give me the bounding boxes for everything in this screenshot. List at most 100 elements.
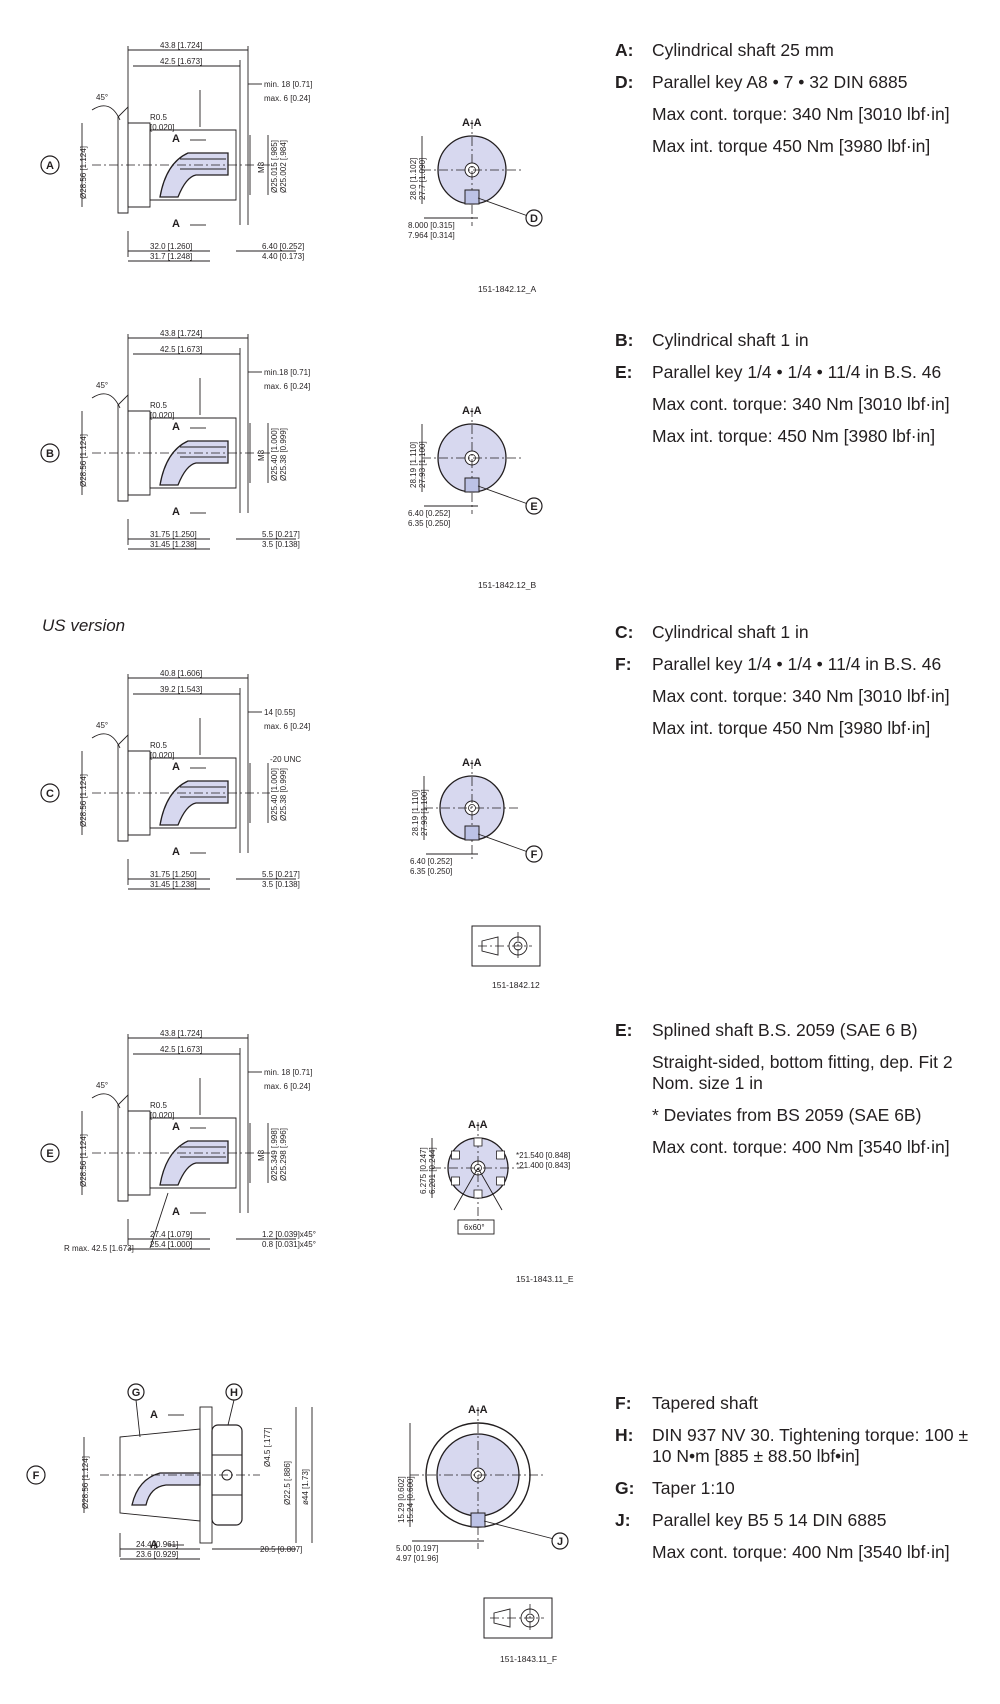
spec-value: Max cont. torque: 400 Nm [3540 lbf·in]: [652, 1137, 950, 1157]
shaft-shoulder: [127, 410, 151, 496]
dim-min: min. 18 [0.71]: [264, 80, 312, 89]
dim-angle: 45°: [96, 1081, 108, 1090]
dim-sec-b1: 6.40 [0.252]: [408, 509, 450, 518]
dim-bot2: 23.6 [0.929]: [136, 1550, 178, 1559]
flange-outline: [117, 105, 129, 214]
dim-top1: 43.8 [1.724]: [160, 1029, 202, 1038]
spline-tooth: [451, 1150, 460, 1160]
figure-code: 151-1842.12: [492, 980, 540, 990]
section-view-c: A-AF6.40 [0.252]6.35 [0.250]28.19 [1.110…: [410, 757, 543, 876]
g-callout: G: [132, 1387, 141, 1399]
spec-label: B:: [615, 330, 634, 350]
angle-arc: [91, 105, 121, 121]
section-marker-bottom: A: [172, 1206, 180, 1218]
dim-max: max. 6 [0.24]: [264, 1082, 310, 1091]
section-key: [464, 825, 480, 841]
spec-label: C:: [615, 622, 634, 642]
dim-sec-b2: 7.964 [0.314]: [408, 231, 455, 240]
dim-min: min. 18 [0.71]: [264, 1068, 312, 1077]
spec-value: Cylindrical shaft 1 in: [652, 622, 809, 642]
shaft-callout-b: B: [46, 448, 54, 460]
spec-value: Max cont. torque: 340 Nm [3010 lbf·in]: [652, 686, 950, 706]
dim-angle: 45°: [96, 381, 108, 390]
third-angle-projection-icon: [471, 925, 541, 967]
shaft-shoulder: [127, 122, 151, 208]
dim-radius-inch: [0.020]: [150, 751, 174, 760]
dim-dia-left: Ø28.56 [1.124]: [79, 146, 88, 199]
dim-dia-left: Ø28.56 [1.124]: [79, 774, 88, 827]
dim-top1: 40.8 [1.606]: [160, 669, 202, 678]
dim-top2: 39.2 [1.543]: [160, 685, 202, 694]
dim-dia-r1: Ø25.40 [1.000]: [270, 428, 279, 481]
shaft-callout-f-circle: [26, 1465, 46, 1485]
shaft-callout-c-circle: [40, 783, 60, 803]
spec-label: G:: [615, 1478, 635, 1498]
spline-tooth: [473, 1137, 483, 1147]
dim-unc: -20 UNC: [270, 755, 301, 764]
dim-radius: R0.5: [150, 113, 167, 122]
dim-sec-v1: 15.29 [0.602]: [397, 1476, 406, 1523]
dim-sec-v2: 6.201 [0.244]: [428, 1147, 437, 1194]
figure-code: 151-1843.11_F: [500, 1654, 557, 1664]
shaft-outline: [149, 417, 237, 489]
dim-thread: M8: [257, 449, 266, 461]
spec-label: E:: [615, 1020, 633, 1040]
dim-bot2: 25.4 [1.000]: [150, 1240, 192, 1249]
dim-bot1: 31.75 [1.250]: [150, 530, 197, 539]
section-key: [464, 189, 480, 205]
dim-sec-d1: *21.540 [0.848]: [516, 1151, 570, 1160]
spec-value: Parallel key 1/4 • 1/4 • 11/4 in B.S. 46: [652, 654, 942, 674]
shaft-outline: [149, 129, 237, 201]
dim-angle: 45°: [96, 93, 108, 102]
shaft-outline: [149, 757, 237, 829]
shaft-shoulder: [127, 750, 151, 836]
key-callout: E: [530, 501, 537, 513]
key-callout: J: [557, 1536, 563, 1548]
dim-max: max. 6 [0.24]: [264, 94, 310, 103]
dim-dia-r2: Ø25.002 [.984]: [279, 140, 288, 193]
spec-label: F:: [615, 654, 632, 674]
thread-lines: [180, 446, 226, 458]
dim-min: 14 [0.55]: [264, 708, 295, 717]
dim-sec-b2: 6.35 [0.250]: [410, 867, 452, 876]
dim-sec-v1: 28.0 [1.102]: [409, 158, 418, 200]
thread-lines: [180, 1146, 226, 1158]
dim-dia-left: Ø28.56 [1.124]: [79, 1134, 88, 1187]
shaft-callout-e: E: [46, 1148, 53, 1160]
section-marker-top: A: [172, 133, 180, 145]
shaft-section-hatch: [159, 152, 229, 198]
section-view-b: A-AE6.40 [0.252]6.35 [0.250]28.19 [1.110…: [408, 405, 543, 528]
projection-cone: [493, 1608, 511, 1628]
dim-top2: 42.5 [1.673]: [160, 57, 202, 66]
dim-bot1: 24.4 [0.961]: [136, 1540, 178, 1549]
dim-sec-d2: *21.400 [0.843]: [516, 1161, 570, 1170]
key-callout-circle: [525, 209, 543, 227]
tapered-section-hatch: [131, 1472, 201, 1506]
dim-bot1: 32.0 [1.260]: [150, 242, 192, 251]
figure-code: 151-1842.12_A: [478, 284, 536, 294]
dim-top1: 43.8 [1.724]: [160, 41, 202, 50]
spline-leader: [453, 1167, 479, 1211]
dim-sec-v1: 6.275 [0.247]: [419, 1147, 428, 1194]
dim-bot3: 6.40 [0.252]: [262, 242, 304, 251]
spline-tooth: [496, 1176, 505, 1186]
dim-bot2: 31.45 [1.238]: [150, 540, 197, 549]
spec-label: D:: [615, 72, 634, 92]
shaft-callout-a-circle: [40, 155, 60, 175]
dim-sec-b2: 6.35 [0.250]: [408, 519, 450, 528]
dim-dia-r1: Ø25.40 [1.000]: [270, 768, 279, 821]
dim-thread: M8: [257, 1149, 266, 1161]
spec-value: Taper 1:10: [652, 1478, 735, 1498]
key-callout: F: [531, 849, 538, 861]
dim-d2: Ø22.5 [.886]: [283, 1461, 292, 1505]
shaft-callout-b-circle: [40, 443, 60, 463]
dim-radius-inch: [0.020]: [150, 411, 174, 420]
dim-bot4: 3.5 [0.138]: [262, 540, 300, 549]
spline-leader: [477, 1167, 503, 1211]
dim-sec-v2: 27.7 [1.090]: [418, 158, 427, 200]
dim-max: max. 6 [0.24]: [264, 722, 310, 731]
spline-tooth: [451, 1176, 460, 1186]
shaft-outline: [149, 1117, 237, 1189]
shaft-section-hatch: [159, 780, 229, 826]
